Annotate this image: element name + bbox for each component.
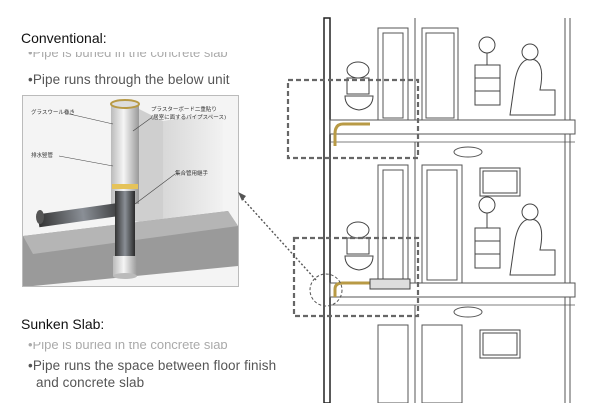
building-section-drawing [238,17,576,403]
conventional-bullet-main: •Pipe runs through the below unit [28,72,230,87]
label-glass-wool: グラスウール巻き [31,110,75,116]
pipe-photo-illustration [23,96,238,286]
sunken-slab-label: Sunken Slab: [21,316,105,332]
conventional-label: Conventional: [21,30,107,46]
label-plaster-board: プラスターボード二重貼り [151,107,217,113]
sunken-bullet-faded-clip: •Pipe is buried in the concrete slab [28,342,328,354]
label-drain-pipe: 排水竪管 [31,153,54,159]
photo-leader-lines [58,112,176,205]
label-joint: 集合管用継手 [175,171,209,177]
sunken-bullet-faded: •Pipe is buried in the concrete slab [28,342,228,352]
conventional-bullet-faded: •Pipe is buried in the concrete slab [28,52,228,60]
pipe-photo-panel: グラスウール巻き プラスターボード二重貼り (居室に面するパイプスペース) 排水… [22,95,239,287]
sunken-bullet-line2: and concrete slab [36,375,145,390]
label-plaster-board-sub: (居室に面するパイプスペース) [151,115,227,121]
conventional-bullet-faded-clip: •Pipe is buried in the concrete slab [28,52,328,63]
sunken-bullet-line1: •Pipe runs the space between floor finis… [28,358,277,373]
